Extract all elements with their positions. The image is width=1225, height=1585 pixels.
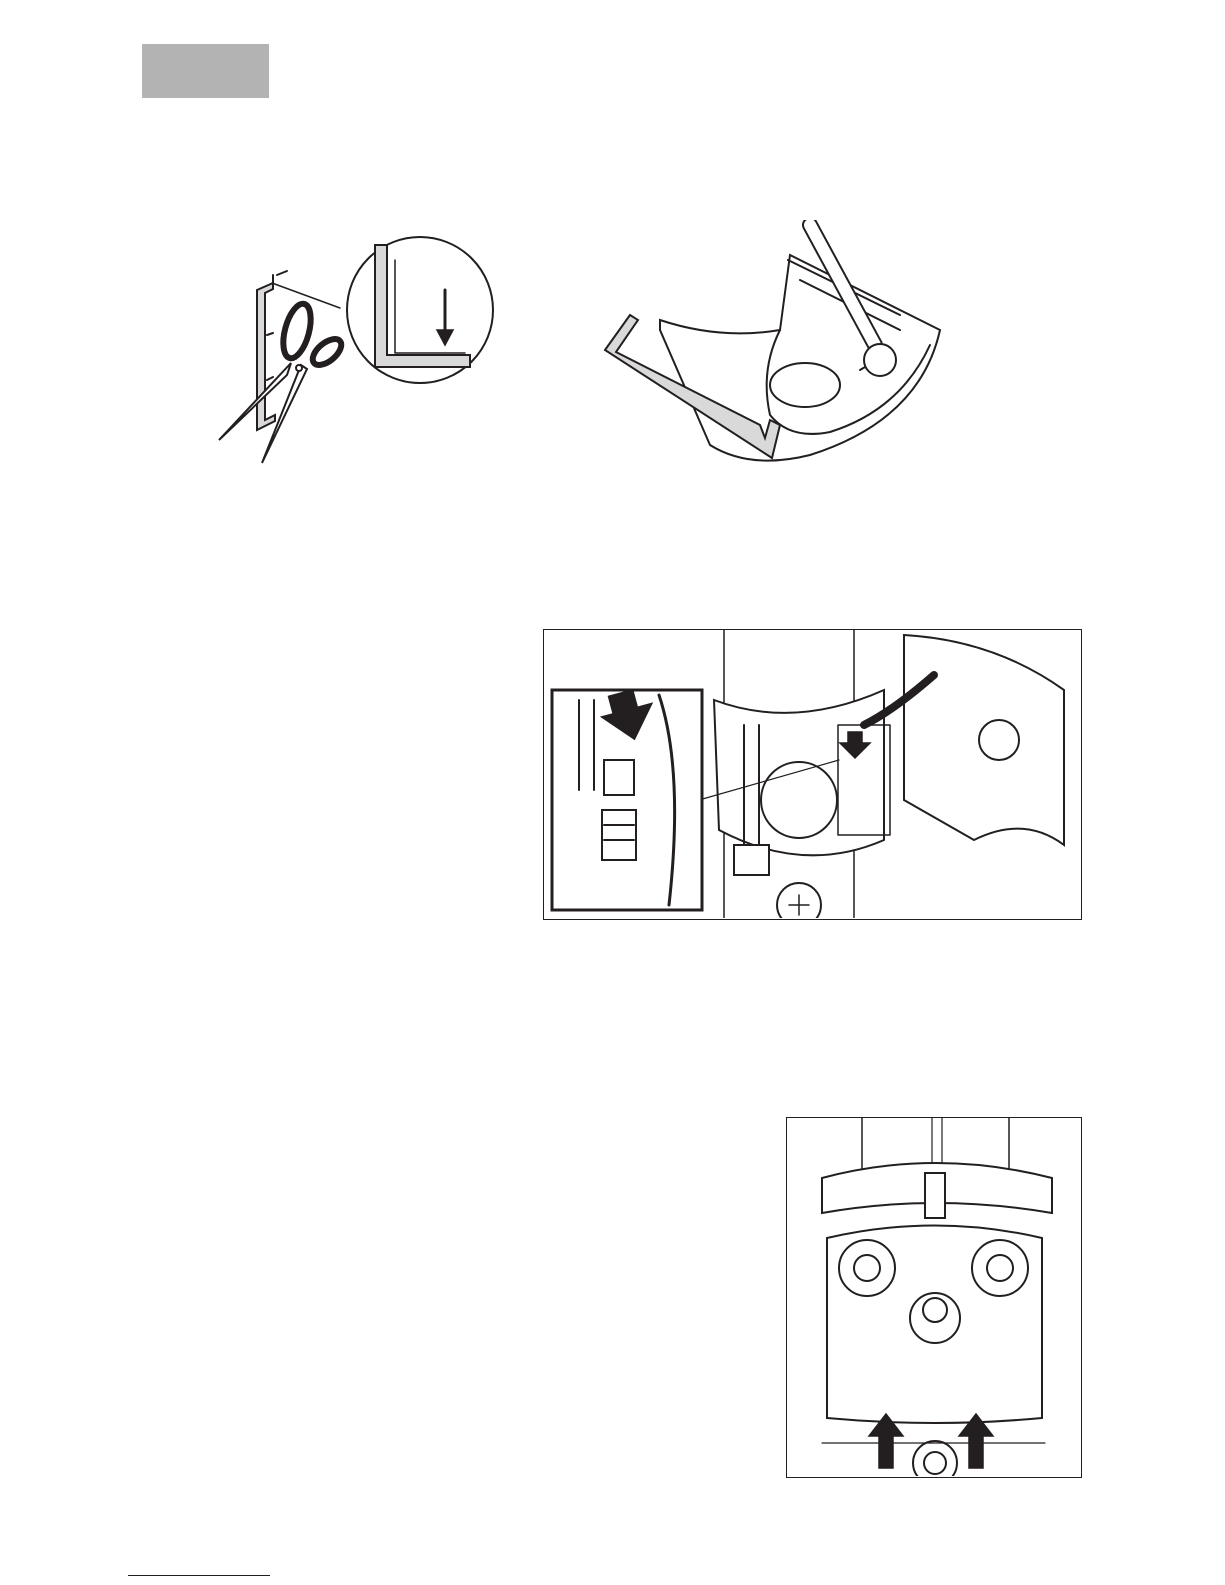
scissors-icon	[219, 301, 346, 463]
figure-insert-trim-in-cover	[600, 220, 950, 470]
magnifier-detail-icon	[347, 237, 493, 383]
figure-mount-cover	[786, 1117, 1082, 1478]
footer-rule	[128, 1575, 270, 1576]
cover-shell-icon	[660, 255, 940, 461]
figure-cut-trim-strip	[215, 235, 505, 475]
valve-body-icon	[714, 690, 884, 918]
figure-connect-hose	[543, 629, 1082, 920]
detail-inset-icon	[552, 686, 702, 910]
section-tab-marker	[142, 44, 269, 98]
cover-shell-icon	[864, 635, 1064, 845]
